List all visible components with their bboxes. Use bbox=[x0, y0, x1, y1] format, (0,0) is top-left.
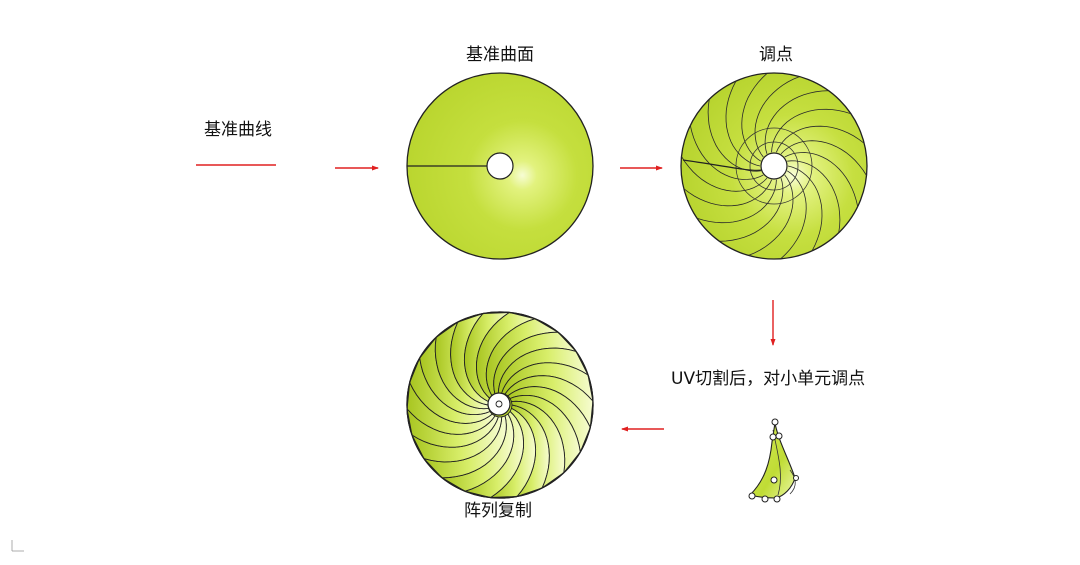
center-hole bbox=[761, 153, 787, 179]
unit-patch bbox=[749, 419, 799, 502]
axis-indicator-icon bbox=[12, 540, 24, 551]
center-dot bbox=[496, 401, 502, 407]
base-surface-disc bbox=[407, 73, 593, 259]
array-copy-disc bbox=[407, 312, 593, 498]
center-hole bbox=[487, 153, 513, 179]
adjust-points-disc bbox=[681, 73, 867, 259]
